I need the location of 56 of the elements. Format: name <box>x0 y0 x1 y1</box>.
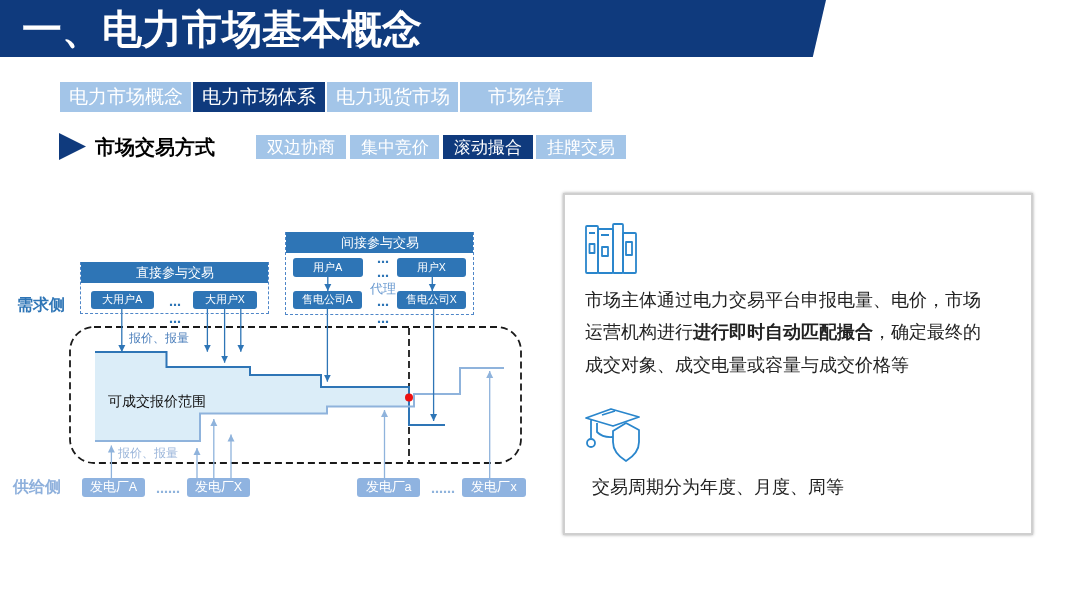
annotation-text: 报价、报量 <box>129 332 189 346</box>
arrow <box>428 276 436 292</box>
selected-tab: 滚动撮合 <box>443 135 533 159</box>
participant-box: 大用户A <box>90 291 154 309</box>
participant-box: 用户X <box>396 258 466 277</box>
description-text: 市场主体通过电力交易平台申报电量、电价，市场运营机构进行进行即时自动匹配撮合，确定最终的成交对象、成交电量或容量与成交价格等 <box>585 288 982 377</box>
price-curve-chart <box>94 351 505 442</box>
nav-tab: 挂牌交易 <box>536 135 626 159</box>
nav-tab: 双边协商 <box>256 135 346 159</box>
arrow <box>203 308 211 353</box>
ellipsis: … <box>377 254 389 264</box>
arrow <box>227 433 235 479</box>
participant-box: 售电公司X <box>396 291 466 309</box>
participant-box: 用户A <box>292 258 363 277</box>
arrow <box>237 308 245 353</box>
power-plant-box: 发电厂a <box>357 478 420 497</box>
participant-box: 大用户X <box>192 291 257 309</box>
period-text: 交易周期分为年度、月度、周等 <box>592 476 845 499</box>
info-card <box>563 193 1033 535</box>
power-plant-box: 发电厂x <box>462 478 526 497</box>
nav-tab: 集中竞价 <box>350 135 439 159</box>
arrow <box>323 308 331 383</box>
power-plant-box: 发电厂A <box>82 478 145 497</box>
group-panel <box>80 262 269 314</box>
selected-tab: 电力市场体系 <box>193 82 325 112</box>
arrow <box>193 447 201 479</box>
nav-tab: 电力现货市场 <box>327 82 458 112</box>
side-label: 需求侧 <box>17 295 65 315</box>
ellipsis: …… <box>431 484 455 494</box>
arrow <box>486 370 494 479</box>
page-title: 一、电力市场基本概念 <box>22 6 422 52</box>
ellipsis: … <box>377 297 389 307</box>
ellipsis: … <box>377 268 389 278</box>
arrow <box>221 308 229 364</box>
ellipsis: … <box>169 297 181 307</box>
ellipsis: … <box>377 314 389 324</box>
section-heading: 市场交易方式 <box>95 135 215 159</box>
group-header: 间接参与交易 <box>286 232 473 253</box>
arrow <box>381 409 388 479</box>
group-header: 直接参与交易 <box>81 262 268 283</box>
side-label: 供给侧 <box>13 477 61 497</box>
ellipsis: …… <box>156 484 180 494</box>
ellipsis: … <box>169 314 181 324</box>
proxy-label: 代理 <box>370 281 396 297</box>
nav-tab: 电力市场概念 <box>60 82 191 112</box>
participant-box: 售电公司A <box>292 291 362 309</box>
arrow <box>118 308 126 353</box>
area-label: 可成交报价范围 <box>108 392 206 410</box>
arrow <box>324 276 332 292</box>
power-plant-box: 发电厂X <box>187 478 250 497</box>
arrow <box>430 308 438 422</box>
arrow <box>210 418 218 479</box>
arrow <box>107 444 115 479</box>
annotation-text: 报价、报量 <box>118 446 178 461</box>
nav-tab: 市场结算 <box>460 82 592 112</box>
group-panel <box>285 232 474 315</box>
